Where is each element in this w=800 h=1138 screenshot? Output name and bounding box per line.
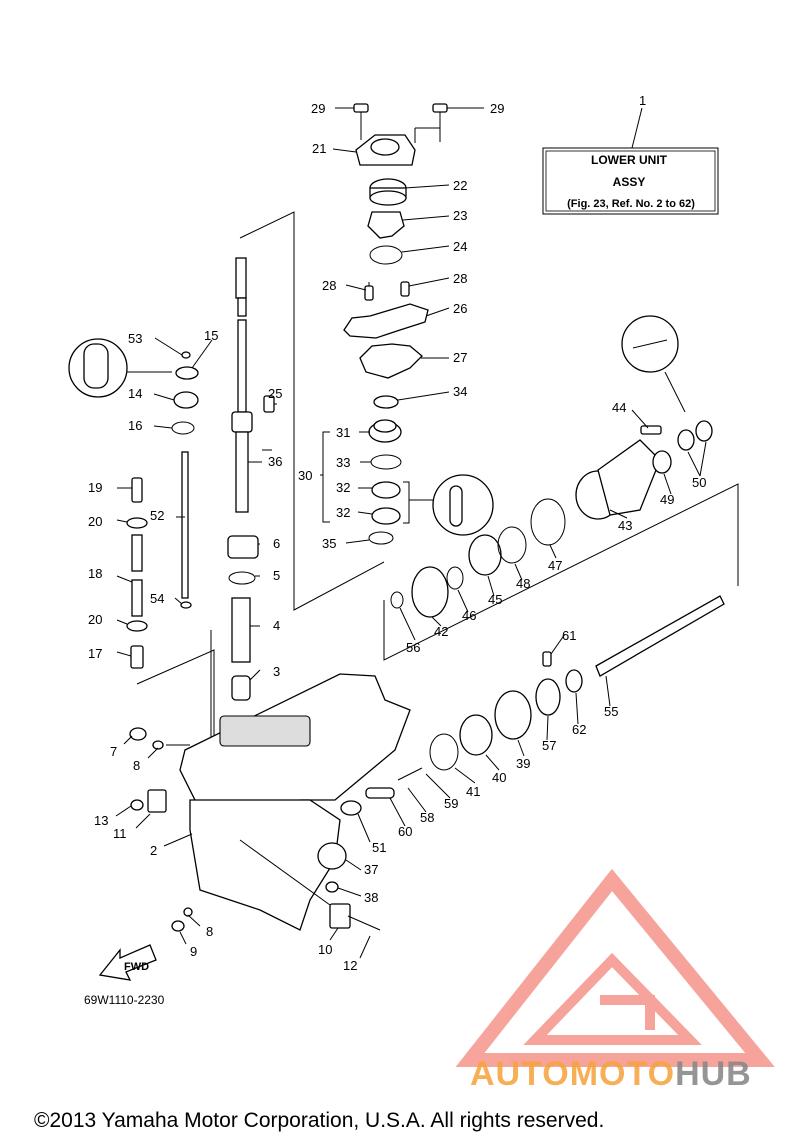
callout-numbers: 1 2 3 4 5 6 7 8 8 9 10 11 12 13 14 15 16… — [88, 93, 706, 973]
callout-43: 43 — [618, 518, 632, 533]
callout-13: 13 — [94, 813, 108, 828]
callout-41: 41 — [466, 784, 480, 799]
callout-10: 10 — [318, 942, 332, 957]
lower-casing — [129, 673, 411, 932]
callout-49: 49 — [660, 492, 674, 507]
callout-44: 44 — [612, 400, 626, 415]
shift-rod-parts — [126, 451, 215, 770]
fwd-arrow: FWD — [98, 944, 157, 981]
watermark-wordmark: AUTOMOTOHUB — [470, 1055, 752, 1093]
callout-17: 17 — [88, 646, 102, 661]
callout-56: 56 — [406, 640, 420, 655]
callout-27: 27 — [453, 350, 467, 365]
callout-20b: 20 — [88, 612, 102, 627]
callout-25: 25 — [268, 386, 282, 401]
left-detail-circle — [68, 338, 199, 435]
callout-33: 33 — [336, 455, 350, 470]
callout-45: 45 — [488, 592, 502, 607]
callout-9: 9 — [190, 944, 197, 959]
fwd-label: FWD — [124, 961, 149, 973]
callout-21: 21 — [312, 141, 326, 156]
callout-38: 38 — [364, 890, 378, 905]
callout-1: 1 — [639, 93, 646, 108]
callout-8b: 8 — [206, 924, 213, 939]
callout-50: 50 — [692, 475, 706, 490]
callout-2: 2 — [150, 843, 157, 858]
callout-52: 52 — [150, 508, 164, 523]
callout-46: 46 — [462, 608, 476, 623]
callout-34: 34 — [453, 384, 467, 399]
callout-36: 36 — [268, 454, 282, 469]
callout-53: 53 — [128, 331, 142, 346]
callout-40: 40 — [492, 770, 506, 785]
callout-4: 4 — [273, 618, 280, 633]
callout-59: 59 — [444, 796, 458, 811]
callout-47: 47 — [548, 558, 562, 573]
callout-20a: 20 — [88, 514, 102, 529]
callout-51: 51 — [372, 840, 386, 855]
callout-3: 3 — [273, 664, 280, 679]
callout-39: 39 — [516, 756, 530, 771]
callout-55: 55 — [604, 704, 618, 719]
callout-14: 14 — [128, 386, 142, 401]
callout-18: 18 — [88, 566, 102, 581]
callout-8a: 8 — [133, 758, 140, 773]
callout-5: 5 — [273, 568, 280, 583]
callout-54: 54 — [150, 591, 164, 606]
oil-seal-housing-group — [320, 419, 494, 545]
callout-6: 6 — [273, 536, 280, 551]
callout-22: 22 — [453, 178, 467, 193]
callout-29b: 29 — [490, 101, 504, 116]
callout-15: 15 — [204, 328, 218, 343]
leader-lines — [115, 107, 707, 959]
callout-28a: 28 — [322, 278, 336, 293]
callout-30: 30 — [298, 468, 312, 483]
callout-48: 48 — [516, 576, 530, 591]
callout-62: 62 — [572, 722, 586, 737]
callout-16: 16 — [128, 418, 142, 433]
callout-35: 35 — [322, 536, 336, 551]
propeller-shaft-gears — [317, 420, 739, 893]
callout-28b: 28 — [453, 271, 467, 286]
callout-31: 31 — [336, 425, 350, 440]
title-line-3: (Fig. 23, Ref. No. 2 to 62) — [567, 198, 695, 210]
lower-unit-title-box: LOWER UNIT ASSY (Fig. 23, Ref. No. 2 to … — [542, 107, 719, 215]
callout-32a: 32 — [336, 480, 350, 495]
title-line-2: ASSY — [613, 175, 646, 189]
callout-42: 42 — [434, 624, 448, 639]
drawing-code: 69W1110-2230 — [84, 993, 165, 1007]
callout-37: 37 — [364, 862, 378, 877]
callout-24: 24 — [453, 239, 467, 254]
callout-32b: 32 — [336, 505, 350, 520]
callout-29a: 29 — [311, 101, 325, 116]
callout-61: 61 — [562, 628, 576, 643]
water-pump-parts — [343, 103, 448, 409]
callout-23: 23 — [453, 208, 467, 223]
callout-58: 58 — [420, 810, 434, 825]
callout-7: 7 — [110, 744, 117, 759]
callout-57: 57 — [542, 738, 556, 753]
title-line-1: LOWER UNIT — [591, 153, 668, 167]
callout-60: 60 — [398, 824, 412, 839]
callout-26: 26 — [453, 301, 467, 316]
callout-11: 11 — [113, 826, 127, 841]
callout-12: 12 — [343, 958, 357, 973]
automotohub-logo — [455, 868, 775, 1067]
right-detail-circle — [621, 315, 686, 413]
callout-19: 19 — [88, 480, 102, 495]
copyright-notice: ©2013 Yamaha Motor Corporation, U.S.A. A… — [34, 1109, 604, 1132]
